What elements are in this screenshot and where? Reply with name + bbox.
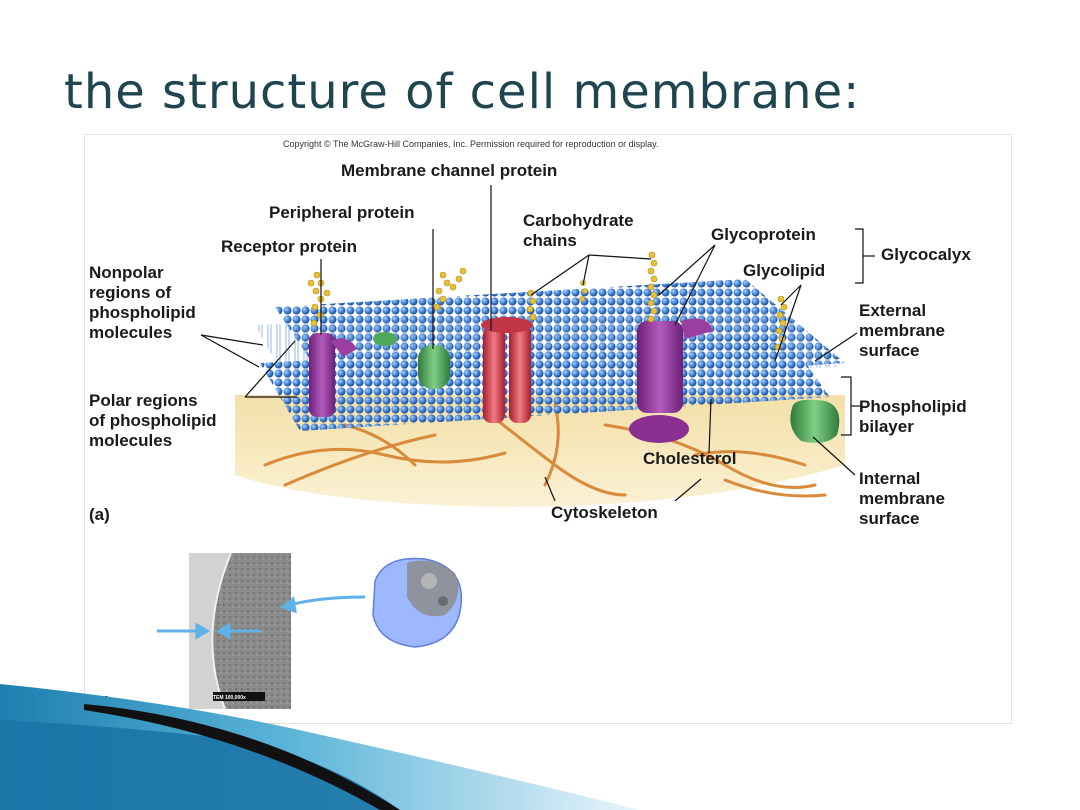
label-cholesterol: Cholesterol [643, 449, 737, 468]
slide-title: the structure of cell membrane: [64, 64, 861, 120]
receptor-protein [309, 333, 357, 417]
label-panel-a: (a) [89, 505, 110, 524]
glycoprotein [629, 318, 713, 443]
leader-lines [200, 185, 875, 502]
cell-membrane-figure: Copyright © The McGraw-Hill Companies, I… [84, 134, 1012, 724]
small-green-protein [373, 332, 397, 346]
label-nonpolar-regions: Nonpolar regions of phospholipid molecul… [89, 263, 196, 342]
cytoskeleton-filaments [263, 403, 827, 498]
whole-cell-sketch [372, 557, 463, 648]
membrane-illustration [157, 185, 875, 710]
label-panel-b: (b) [89, 693, 111, 712]
label-glycoprotein: Glycoprotein [711, 225, 816, 244]
internal-green-protein [790, 399, 840, 443]
label-carbohydrate-chains: Carbohydrate chains [523, 211, 634, 250]
tem-scale-bar: TEM 100,000x [213, 695, 246, 701]
copyright-notice: Copyright © The McGraw-Hill Companies, I… [283, 139, 659, 149]
tem-arrows [157, 595, 366, 640]
label-external-membrane-surface: External membrane surface [859, 301, 945, 360]
label-receptor-protein: Receptor protein [221, 237, 358, 256]
label-glycocalyx: Glycocalyx [881, 245, 971, 264]
label-membrane-channel-protein: Membrane channel protein [341, 161, 558, 180]
label-polar-regions: Polar regions of phospholipid molecules [89, 391, 217, 450]
label-glycolipid: Glycolipid [743, 261, 826, 280]
label-internal-membrane-surface: Internal membrane surface [859, 469, 945, 528]
label-phospholipid-bilayer: Phospholipid bilayer [859, 397, 967, 436]
label-peripheral-protein: Peripheral protein [269, 203, 415, 222]
label-cytoskeleton: Cytoskeleton [551, 503, 658, 522]
membrane-channel-protein [481, 317, 533, 423]
peripheral-protein [418, 345, 450, 389]
phospholipid-bilayer [255, 279, 845, 431]
